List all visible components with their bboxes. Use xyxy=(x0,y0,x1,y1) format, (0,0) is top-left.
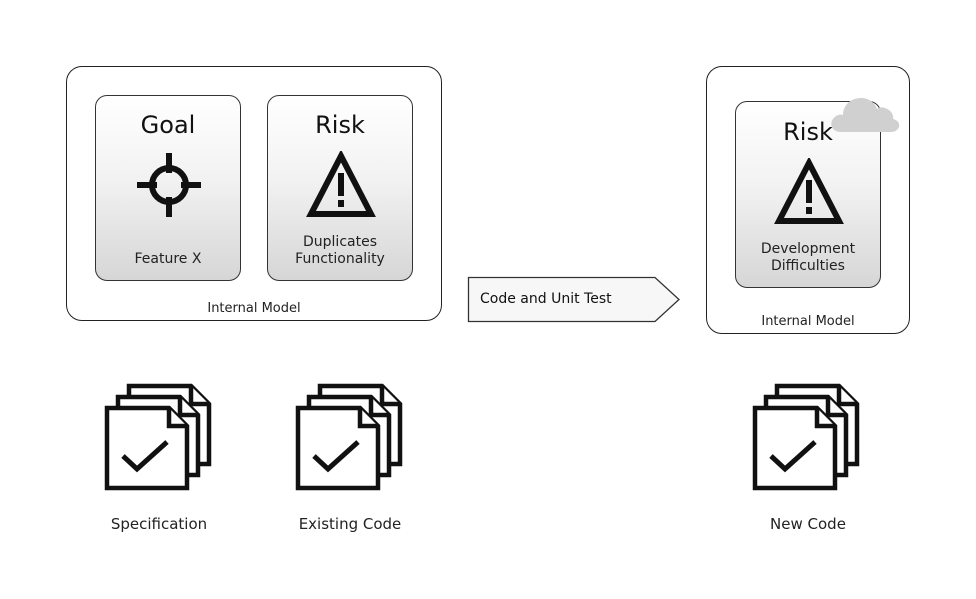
warning-icon xyxy=(306,151,376,217)
risk-right-caption-line-2: Difficulties xyxy=(771,258,845,274)
risk-caption-line-2: Functionality xyxy=(295,251,385,267)
process-arrow xyxy=(467,276,680,323)
risk-card-development: Risk Development Difficulties xyxy=(735,101,881,288)
document-stack-check-icon xyxy=(752,383,860,491)
new-code-label: New Code xyxy=(770,515,846,533)
goal-caption-line: Feature X xyxy=(134,251,202,267)
existing-code-label: Existing Code xyxy=(298,515,402,533)
goal-card: Goal Feature X xyxy=(95,95,241,281)
process-arrow-label: Code and Unit Test xyxy=(480,291,612,307)
document-stack-check-icon xyxy=(104,383,212,491)
risk-right-caption-line-1: Development xyxy=(760,241,856,257)
goal-card-title: Goal xyxy=(140,111,196,139)
risk-card-title: Risk xyxy=(315,111,365,139)
warning-icon xyxy=(774,158,844,224)
goal-card-caption: Feature X xyxy=(96,251,240,268)
cloud-icon xyxy=(831,98,900,132)
left-internal-model-label: Internal Model xyxy=(207,301,301,316)
risk-caption-line-1: Duplicates xyxy=(303,234,377,250)
right-internal-model-label: Internal Model xyxy=(761,314,855,329)
crosshair-icon xyxy=(137,153,201,217)
risk-card-caption: Duplicates Functionality xyxy=(268,234,412,268)
risk-card-right-title: Risk xyxy=(783,118,833,146)
risk-card-right-caption: Development Difficulties xyxy=(736,241,880,275)
risk-card-duplicates: Risk Duplicates Functionality xyxy=(267,95,413,281)
document-stack-check-icon xyxy=(295,383,403,491)
specification-label: Specification xyxy=(110,515,208,533)
